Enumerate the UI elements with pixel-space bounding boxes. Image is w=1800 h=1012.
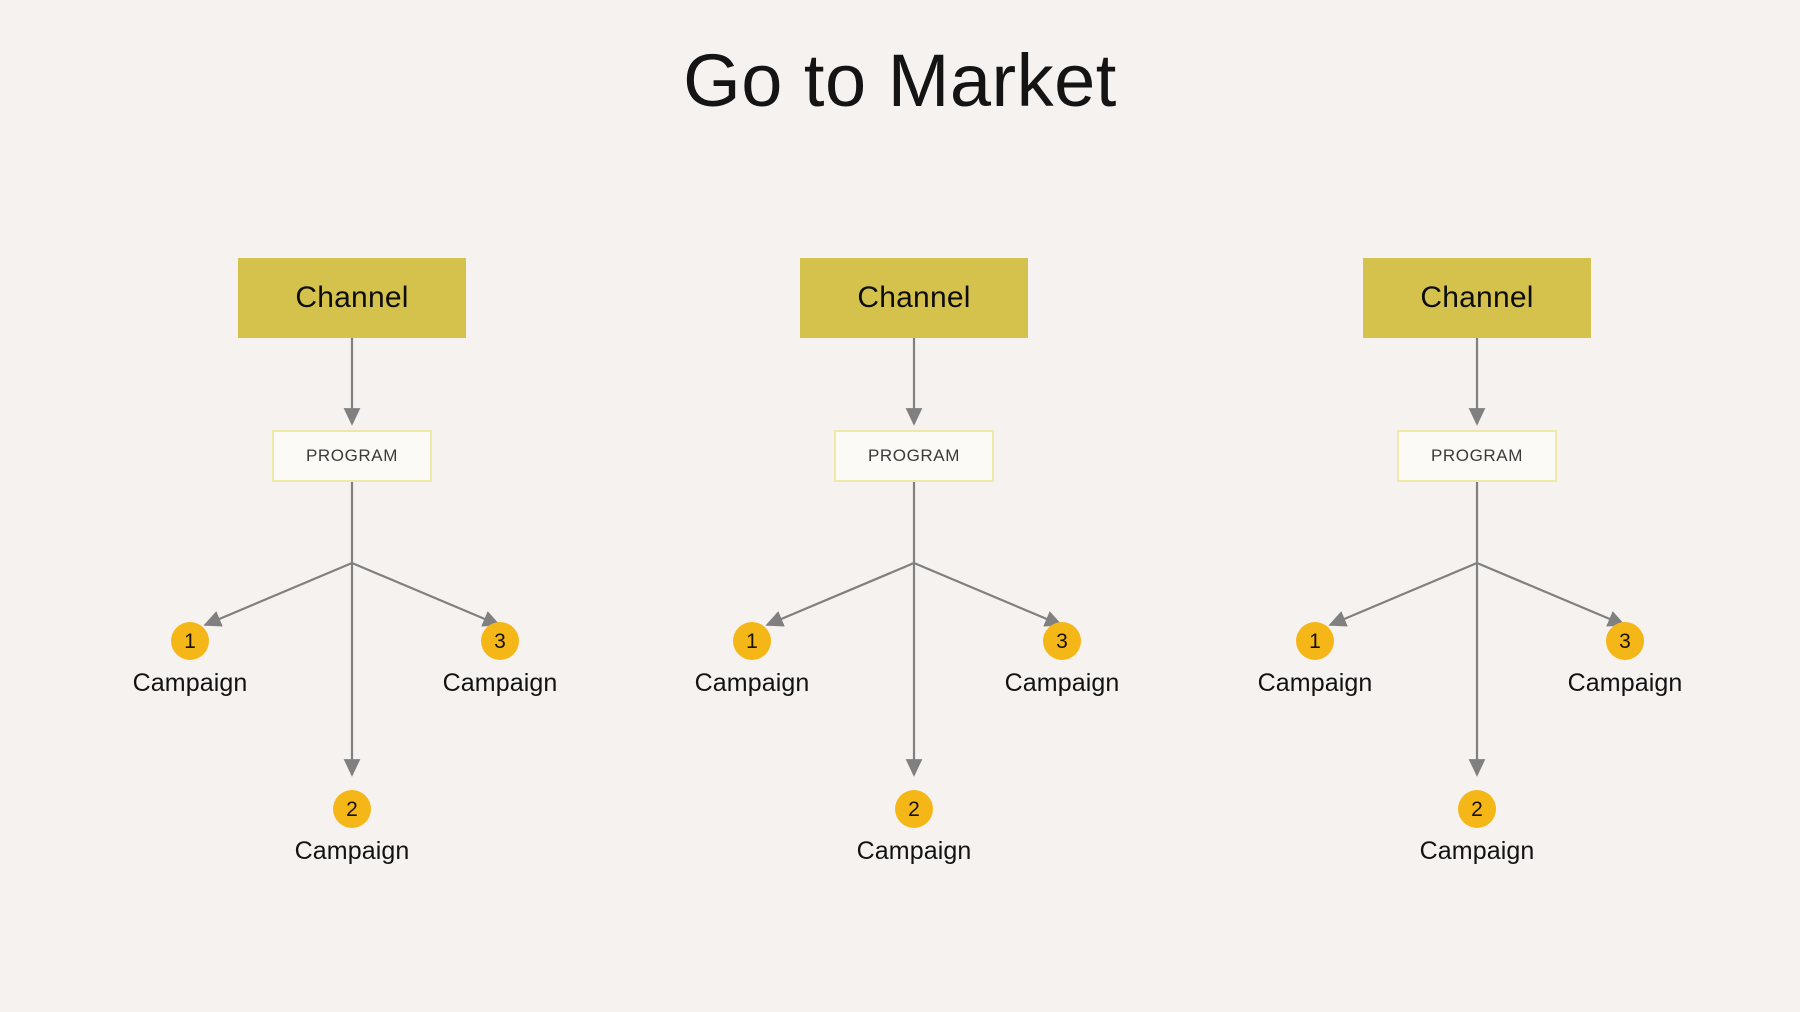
channel-group-2: Channel PROGRAM 1 Campaign 2 Campaign 3 … (634, 0, 1194, 1012)
campaign-badge: 1 (733, 622, 771, 660)
campaign-badge: 1 (1296, 622, 1334, 660)
campaign-node[interactable]: 3 Campaign (1535, 622, 1715, 698)
channel-box[interactable]: Channel (1363, 258, 1591, 338)
campaign-number: 2 (1471, 797, 1483, 821)
campaign-label: Campaign (132, 669, 248, 697)
campaign-number: 3 (1619, 629, 1631, 653)
campaign-node[interactable]: 3 Campaign (410, 622, 590, 698)
channel-box[interactable]: Channel (800, 258, 1028, 338)
campaign-label: Campaign (1004, 669, 1120, 697)
campaign-node[interactable]: 1 Campaign (1225, 622, 1405, 698)
channel-label: Channel (295, 281, 409, 314)
campaign-node[interactable]: 3 Campaign (972, 622, 1152, 698)
campaign-number: 3 (1056, 629, 1068, 653)
campaign-label: Campaign (856, 837, 972, 865)
campaign-badge: 3 (1043, 622, 1081, 660)
channel-box[interactable]: Channel (238, 258, 466, 338)
program-label: PROGRAM (867, 446, 961, 465)
campaign-node[interactable]: 2 Campaign (1387, 790, 1567, 866)
campaign-label: Campaign (1257, 669, 1373, 697)
campaign-label: Campaign (694, 669, 810, 697)
channel-label: Channel (1420, 281, 1534, 314)
program-box[interactable]: PROGRAM (272, 430, 432, 482)
campaign-badge: 1 (171, 622, 209, 660)
page-title: Go to Market (683, 39, 1117, 122)
campaign-badge: 3 (481, 622, 519, 660)
campaign-node[interactable]: 2 Campaign (262, 790, 442, 866)
campaign-number: 2 (908, 797, 920, 821)
campaign-node[interactable]: 1 Campaign (662, 622, 842, 698)
channel-group-1: Channel PROGRAM 1 Campaign 2 Campaign 3 … (72, 0, 632, 1012)
campaign-label: Campaign (442, 669, 558, 697)
channel-group-3: Channel PROGRAM 1 Campaign 2 Campaign 3 … (1197, 0, 1757, 1012)
campaign-number: 1 (184, 629, 196, 653)
campaign-label: Campaign (294, 837, 410, 865)
campaign-badge: 2 (333, 790, 371, 828)
program-label: PROGRAM (1430, 446, 1524, 465)
campaign-node[interactable]: 2 Campaign (824, 790, 1004, 866)
campaign-badge: 3 (1606, 622, 1644, 660)
campaign-number: 1 (1309, 629, 1321, 653)
channel-label: Channel (857, 281, 971, 314)
campaign-label: Campaign (1419, 837, 1535, 865)
campaign-number: 3 (494, 629, 506, 653)
campaign-number: 1 (746, 629, 758, 653)
program-box[interactable]: PROGRAM (834, 430, 994, 482)
campaign-node[interactable]: 1 Campaign (100, 622, 280, 698)
campaign-badge: 2 (895, 790, 933, 828)
campaign-number: 2 (346, 797, 358, 821)
campaign-label: Campaign (1567, 669, 1683, 697)
program-label: PROGRAM (305, 446, 399, 465)
campaign-badge: 2 (1458, 790, 1496, 828)
program-box[interactable]: PROGRAM (1397, 430, 1557, 482)
